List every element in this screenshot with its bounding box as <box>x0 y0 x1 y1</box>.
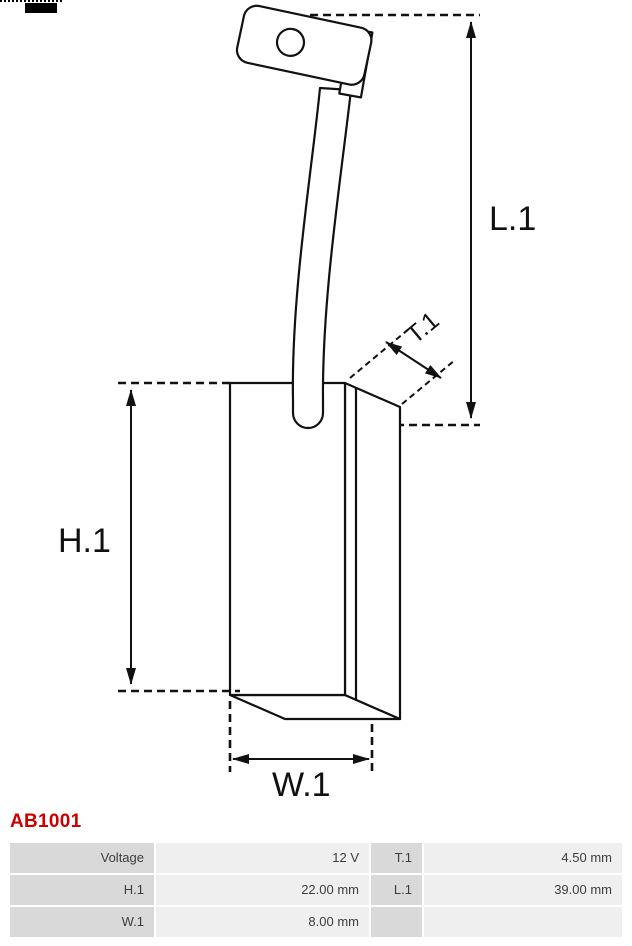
h1-dimension <box>118 381 240 693</box>
spec-label: L.1 <box>371 875 422 905</box>
spec-value: 12 V <box>156 843 369 873</box>
t1-dimension-arrow <box>385 341 442 379</box>
w1-label: W.1 <box>272 766 331 804</box>
spec-value <box>424 907 622 937</box>
spec-label: T.1 <box>371 843 422 873</box>
t1-label: T.1 <box>401 306 445 349</box>
spec-value: 4.50 mm <box>424 843 622 873</box>
spec-label: Voltage <box>10 843 154 873</box>
spec-value: 22.00 mm <box>156 875 369 905</box>
brush-front-face <box>228 381 347 697</box>
terminal-connector <box>235 4 374 99</box>
t1-guide-right <box>401 359 456 405</box>
brush-technical-drawing: T.1 L.1 H.1 W.1 <box>58 4 536 804</box>
h1-label: H.1 <box>58 522 111 560</box>
table-row: H.1 22.00 mm L.1 39.00 mm <box>10 875 622 905</box>
table-row: W.1 8.00 mm <box>10 907 622 937</box>
terminal-hole <box>275 27 306 57</box>
top-dotted-line <box>0 0 62 2</box>
table-row: Voltage 12 V T.1 4.50 mm <box>10 843 622 873</box>
t1-dimension: T.1 <box>349 306 456 405</box>
spec-value: 8.00 mm <box>156 907 369 937</box>
w1-dimension <box>228 701 374 772</box>
diagram-canvas: T.1 L.1 H.1 W.1 <box>58 4 536 804</box>
spec-value: 39.00 mm <box>424 875 622 905</box>
brush-body <box>228 381 402 721</box>
part-number: AB1001 <box>10 811 82 832</box>
corner-mark <box>25 3 57 13</box>
spec-label <box>371 907 422 937</box>
brush-side-face <box>343 381 402 721</box>
spec-label: H.1 <box>10 875 154 905</box>
spec-table: Voltage 12 V T.1 4.50 mm H.1 22.00 mm L.… <box>8 841 624 939</box>
spec-label: W.1 <box>10 907 154 937</box>
t1-guide-left <box>349 327 411 379</box>
l1-label: L.1 <box>489 200 536 238</box>
lead-wire <box>291 86 353 430</box>
